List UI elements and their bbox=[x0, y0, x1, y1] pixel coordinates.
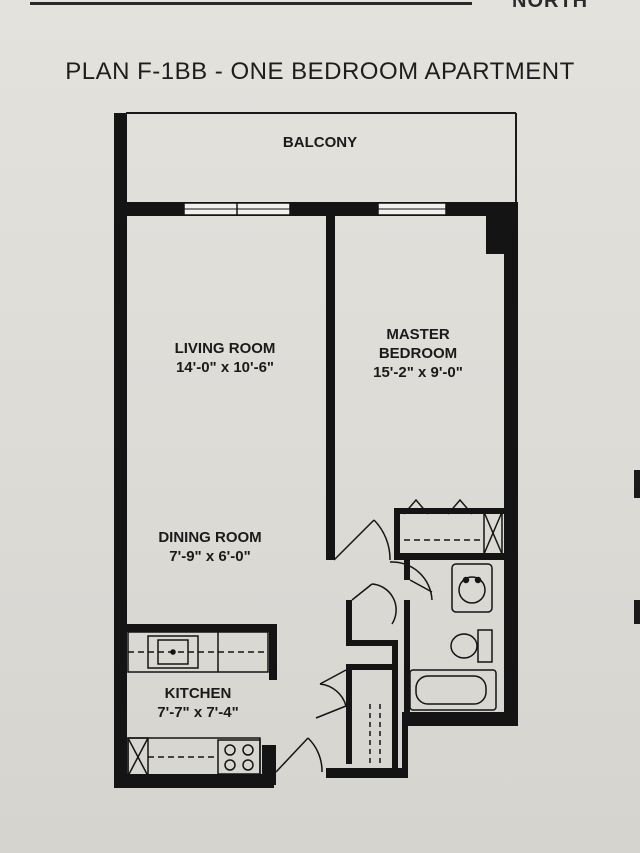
doors bbox=[275, 519, 433, 773]
master-bedroom-name-line2: BEDROOM bbox=[378, 345, 458, 362]
living-room-name: LIVING ROOM bbox=[174, 340, 276, 357]
dining-room-size: 7'-9" x 6'-0" bbox=[169, 548, 251, 565]
master-bedroom-name-line1: MASTER bbox=[386, 326, 450, 343]
header-rule bbox=[30, 2, 472, 5]
master-bedroom-size: 15'-2" x 9'-0" bbox=[373, 364, 463, 381]
living-room-label: LIVING ROOM 14'-0" x 10'-6" bbox=[150, 339, 300, 377]
living-room-size: 14'-0" x 10'-6" bbox=[175, 359, 275, 376]
kitchen-label: KITCHEN 7'-7" x 7'-4" bbox=[128, 684, 268, 722]
balcony-name: BALCONY bbox=[282, 134, 358, 151]
kitchen-name: KITCHEN bbox=[164, 685, 232, 702]
balcony-label: BALCONY bbox=[250, 133, 390, 152]
kitchen-counters bbox=[127, 631, 269, 777]
page-edge-mark bbox=[634, 470, 640, 498]
dining-room-name: DINING ROOM bbox=[158, 529, 262, 546]
master-bedroom-label: MASTER BEDROOM 15'-2" x 9'-0" bbox=[348, 325, 488, 382]
bathroom-fixtures bbox=[409, 563, 497, 711]
hall-closet bbox=[369, 704, 381, 764]
windows bbox=[183, 202, 447, 216]
dining-room-label: DINING ROOM 7'-9" x 6'-0" bbox=[130, 528, 290, 566]
interior-walls bbox=[127, 216, 504, 785]
plan-title: PLAN F-1BB - ONE BEDROOM APARTMENT bbox=[65, 58, 575, 85]
kitchen-size: 7'-7" x 7'-4" bbox=[157, 704, 239, 721]
north-label: NORTH bbox=[512, 0, 589, 12]
bedroom-closet bbox=[403, 498, 503, 555]
balcony-area bbox=[126, 112, 517, 207]
page-edge-mark bbox=[634, 600, 640, 624]
